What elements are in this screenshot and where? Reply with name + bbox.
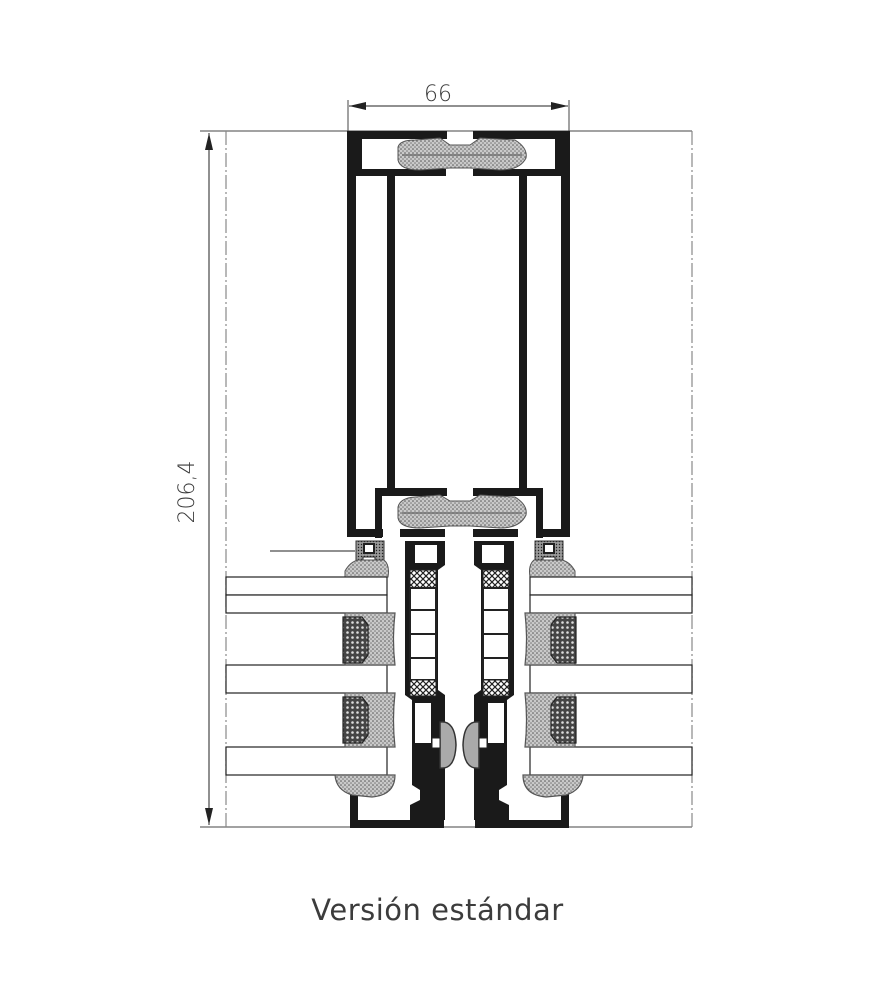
left-clip — [344, 540, 389, 578]
central-mullion-left — [405, 541, 457, 820]
height-dimension-label: 206,4 — [175, 461, 200, 524]
bottom-frame — [350, 790, 569, 828]
left-glazing — [225, 576, 396, 798]
right-glazing — [522, 576, 693, 798]
top-gasket — [397, 137, 527, 171]
upper-frame-profile — [347, 131, 570, 538]
bottom-gasket — [397, 494, 527, 529]
central-mullion-right — [462, 541, 514, 820]
width-dimension-label: 66 — [424, 82, 452, 107]
dimension-lines — [200, 100, 693, 828]
right-clip — [529, 540, 576, 578]
drawing-caption: Versión estándar — [311, 893, 564, 927]
